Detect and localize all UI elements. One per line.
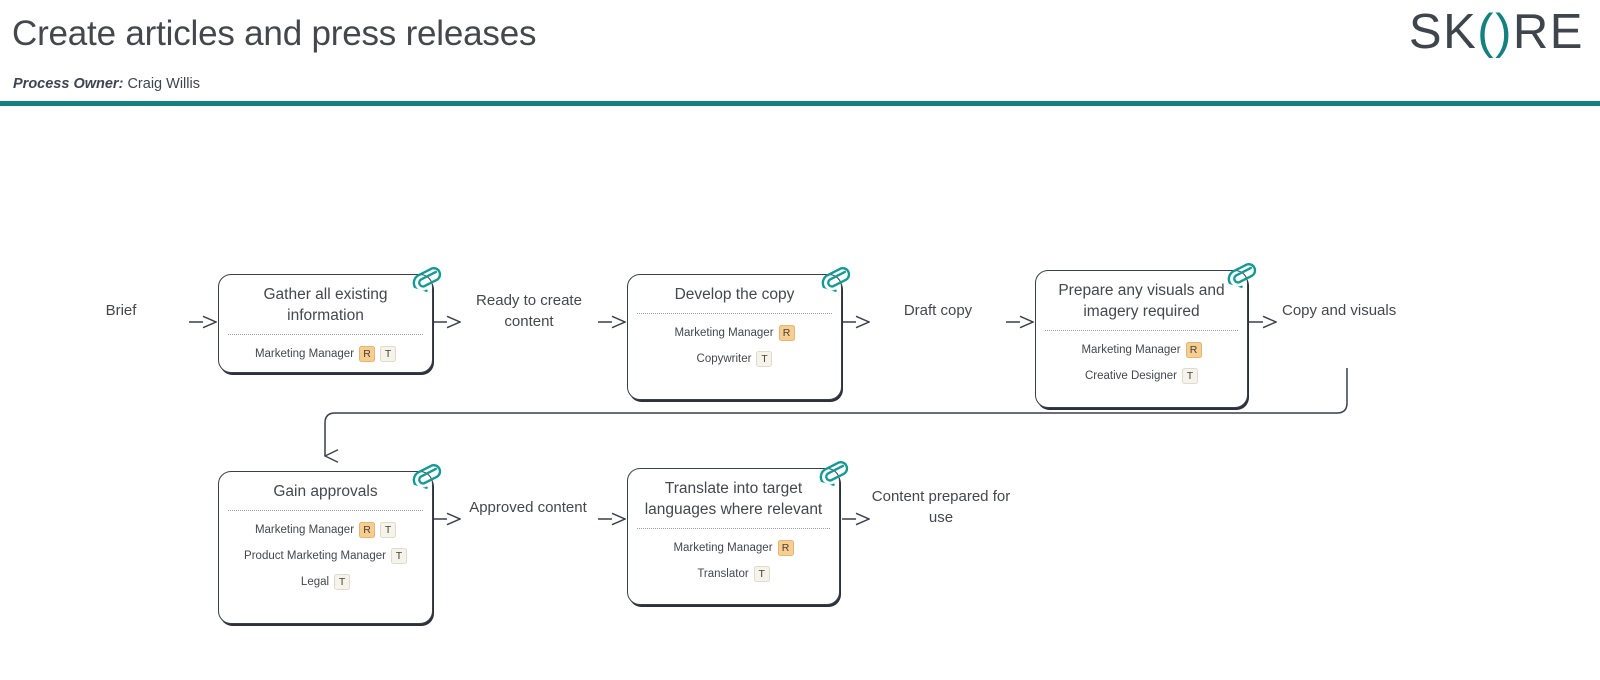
role-row: Creative Designer T <box>1036 363 1247 389</box>
connector-label-copy-and-visuals: Copy and visuals <box>1282 300 1452 321</box>
node-roles: Marketing Manager R Translator T <box>628 529 839 596</box>
node-roles: Marketing Manager R Copywriter T <box>628 314 841 381</box>
badge-task: T <box>380 346 397 362</box>
logo-paren-close: ) <box>1495 5 1513 59</box>
process-owner-label: Process Owner: <box>13 76 124 92</box>
role-row: Marketing Manager R T <box>219 341 432 367</box>
node-roles: Marketing Manager R Creative Designer T <box>1036 331 1247 398</box>
badge-responsible: R <box>778 325 795 341</box>
process-owner-name: Craig Willis <box>127 76 200 92</box>
connector-label-text: Copy and visuals <box>1282 302 1397 319</box>
header-divider-rule <box>0 101 1600 106</box>
logo-text-re: RE <box>1512 5 1584 59</box>
flow-start-label-brief: Brief <box>80 300 162 321</box>
node-divider <box>637 528 830 529</box>
logo-paren-open: ( <box>1477 5 1496 59</box>
role-name: Product Marketing Manager <box>244 550 386 562</box>
paperclip-icon <box>412 464 442 490</box>
process-node-develop-the-copy[interactable]: Develop the copy Marketing Manager R Cop… <box>627 267 851 400</box>
paperclip-icon <box>1227 263 1257 289</box>
badge-task: T <box>753 566 770 582</box>
connector-label-content-prepared-for-use: Content prepared for use <box>866 486 1016 528</box>
process-node-gather-all-existing-information[interactable]: Gather all existing information Marketin… <box>218 267 442 376</box>
badge-responsible: R <box>359 346 376 362</box>
role-name: Marketing Manager <box>674 327 774 339</box>
process-node-prepare-any-visuals-and-imagery-required[interactable]: Prepare any visuals and imagery required… <box>1035 263 1257 408</box>
node-title: Prepare any visuals and imagery required <box>1058 282 1225 320</box>
badge-task: T <box>756 351 773 367</box>
role-row: Marketing Manager R <box>1036 337 1247 363</box>
role-row: Copywriter T <box>628 346 841 372</box>
connector-label-text: Ready to create content <box>476 292 582 330</box>
node-divider <box>637 313 832 314</box>
connector-label-text: Content prepared for use <box>871 488 1011 526</box>
badge-responsible: R <box>777 540 794 556</box>
role-row: Product Marketing Manager T <box>219 543 432 569</box>
connector-label-text: Approved content <box>469 499 587 516</box>
node-divider <box>228 510 423 511</box>
connector-label-approved-content: Approved content <box>452 497 604 518</box>
node-title: Gather all existing information <box>263 286 388 324</box>
role-row: Marketing Manager R T <box>219 517 432 543</box>
process-node-gain-approvals[interactable]: Gain approvals Marketing Manager R T Pro… <box>218 464 442 624</box>
connector-label-text: Draft copy <box>903 302 973 319</box>
node-divider <box>1045 330 1238 331</box>
paperclip-icon <box>819 461 849 487</box>
role-row: Legal T <box>219 569 432 595</box>
role-name: Legal <box>300 576 330 588</box>
process-node-translate-into-target-languages-where-relevant[interactable]: Translate into target languages where re… <box>627 461 849 605</box>
node-divider <box>228 334 423 335</box>
connector-label-ready-to-create-content: Ready to create content <box>462 290 596 332</box>
skore-logo: SK()RE <box>1409 8 1584 57</box>
role-name: Marketing Manager <box>254 348 355 360</box>
logo-text-sk: SK <box>1408 5 1478 59</box>
role-row: Translator T <box>628 561 839 587</box>
role-name: Marketing Manager <box>254 524 355 536</box>
page-header: Create articles and press releases Proce… <box>0 0 1600 106</box>
start-label-text: Brief <box>105 302 137 319</box>
badge-task: T <box>390 548 407 564</box>
role-name: Marketing Manager <box>1081 344 1181 356</box>
badge-responsible: R <box>359 522 376 538</box>
process-owner: Process Owner: Craig Willis <box>13 76 200 92</box>
role-row: Marketing Manager R <box>628 535 839 561</box>
node-title: Translate into target languages where re… <box>644 480 823 518</box>
role-row: Marketing Manager R <box>628 320 841 346</box>
paperclip-icon <box>821 267 851 293</box>
node-roles: Marketing Manager R T Product Marketing … <box>219 511 432 604</box>
node-title: Gain approvals <box>273 483 378 500</box>
connector-lines-layer <box>189 106 1348 680</box>
paperclip-icon <box>412 267 442 293</box>
node-roles: Marketing Manager R T <box>219 335 432 376</box>
badge-task: T <box>334 574 351 590</box>
page-title: Create articles and press releases <box>12 14 537 53</box>
role-name: Translator <box>697 568 749 580</box>
process-flow-canvas: Brief Ready to create content Draft copy… <box>0 106 1600 680</box>
node-title: Develop the copy <box>674 286 795 303</box>
role-name: Creative Designer <box>1084 370 1178 382</box>
badge-task: T <box>1182 368 1199 384</box>
role-name: Copywriter <box>696 353 752 365</box>
connector-label-draft-copy: Draft copy <box>872 300 1004 321</box>
role-name: Marketing Manager <box>673 542 773 554</box>
badge-responsible: R <box>1185 342 1202 358</box>
badge-task: T <box>380 522 397 538</box>
